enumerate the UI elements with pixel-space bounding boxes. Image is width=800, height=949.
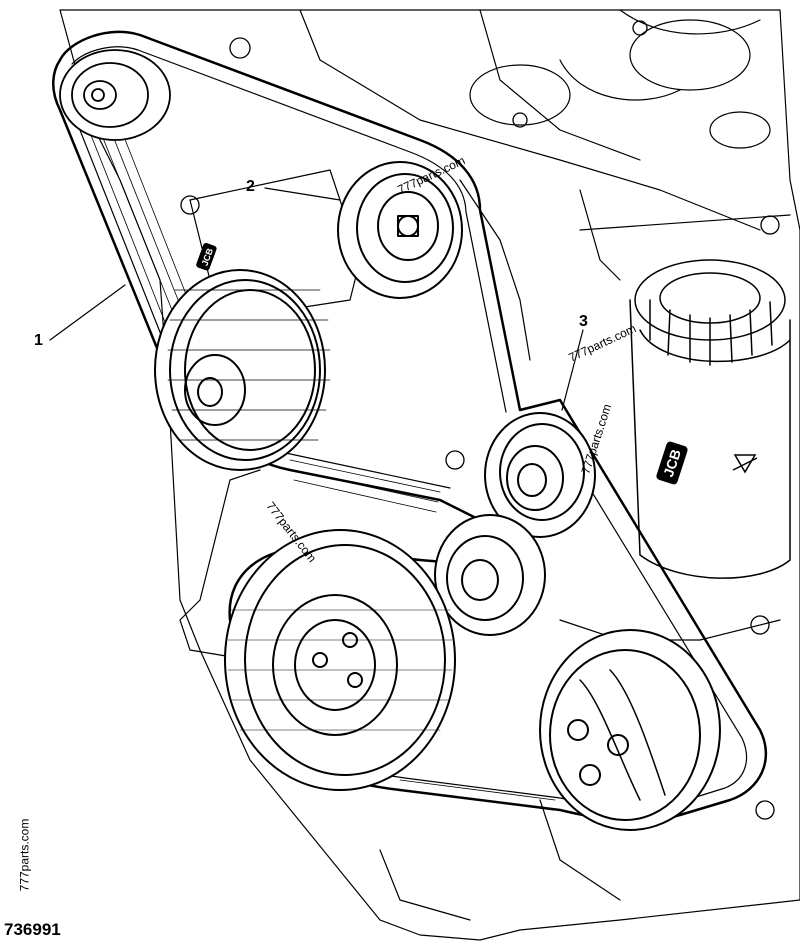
- recycle-symbol: [732, 454, 758, 474]
- upper-left-pulley: [59, 49, 171, 141]
- figure-number: 736991: [4, 920, 61, 939]
- crankshaft-pulley: [224, 529, 456, 791]
- jcb-logo-filter: JCB: [656, 441, 688, 485]
- bolts: [180, 20, 780, 820]
- watermark-side: 777parts.com: [17, 818, 32, 892]
- callout-1: 1: [34, 332, 43, 349]
- oil-filter: [629, 259, 791, 579]
- callout-leaders: [49, 187, 584, 411]
- mid-idler-pulley: [434, 514, 546, 636]
- idler-pulley-2: [337, 161, 463, 299]
- callout-3: 3: [579, 313, 588, 330]
- tensioner-pulley-3: [484, 412, 596, 538]
- water-pump-pulley: [154, 269, 331, 471]
- callout-2: 2: [246, 178, 255, 195]
- jcb-logo-pump: JCB: [196, 242, 217, 271]
- alternator-pulley: [539, 629, 721, 831]
